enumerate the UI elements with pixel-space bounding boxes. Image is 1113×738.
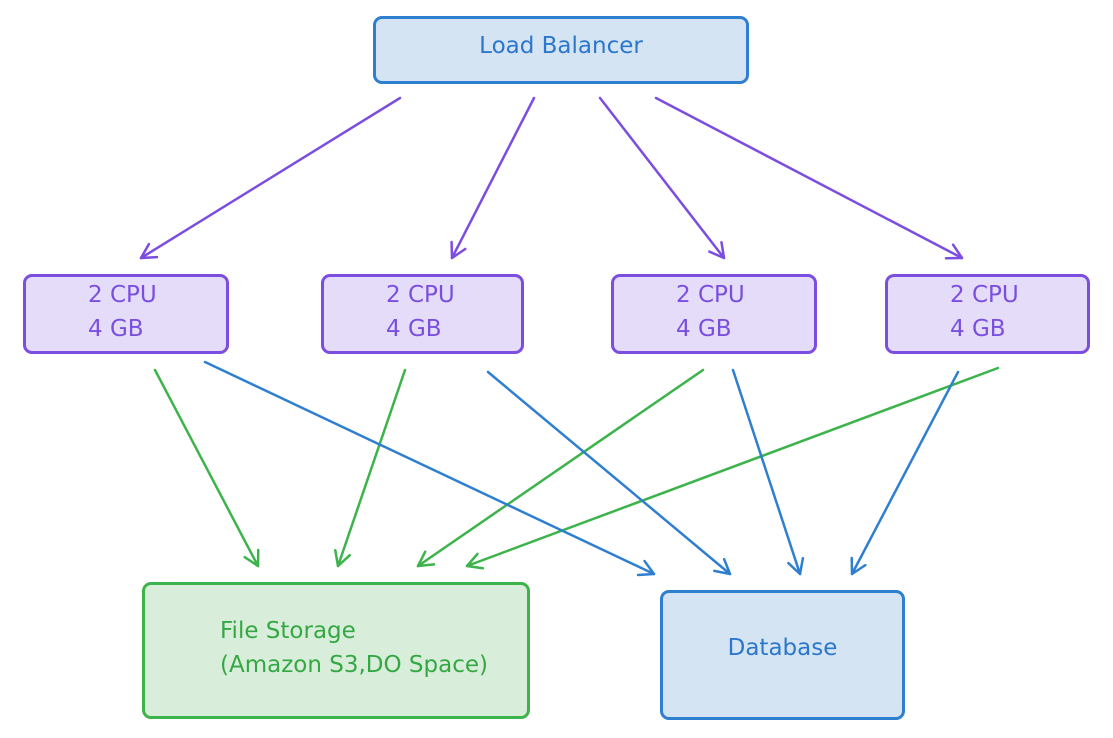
arrowhead-icon: [944, 243, 964, 260]
server-cpu-label: 2 CPU: [88, 282, 157, 308]
connector-load_balancer-to-server-2: [450, 96, 536, 260]
arrowhead-icon: [334, 548, 352, 568]
server-ram-label: 4 GB: [386, 316, 442, 342]
server-cpu-label: 2 CPU: [676, 282, 745, 308]
connector-server-2-to-database: [486, 370, 732, 576]
arrowhead-icon: [708, 240, 726, 260]
arrowhead-icon: [243, 548, 260, 568]
arrowhead-icon: [416, 550, 436, 568]
database-label: Database: [727, 635, 838, 661]
connector-line: [731, 368, 802, 576]
connector-server-3-to-database: [731, 368, 805, 576]
arrowhead-icon: [636, 559, 656, 577]
connector-line: [598, 96, 726, 260]
server-ram-label: 4 GB: [676, 316, 732, 342]
load-balancer-node: Load Balancer: [373, 16, 749, 84]
connector-server-4-to-database: [850, 370, 960, 576]
server-node-2: 2 CPU 4 GB: [321, 274, 524, 354]
server-node-3: 2 CPU 4 GB: [611, 274, 817, 354]
connector-line: [850, 370, 960, 576]
file-storage-subtitle: (Amazon S3,DO Space): [220, 652, 488, 678]
connector-server-3-to-file_storage: [416, 368, 705, 568]
connector-line: [416, 368, 705, 568]
connector-line: [153, 368, 260, 568]
server-cpu-label: 2 CPU: [950, 282, 1019, 308]
connector-line: [203, 360, 656, 576]
arrowhead-icon: [713, 557, 732, 576]
connector-line: [450, 96, 536, 260]
server-node-4: 2 CPU 4 GB: [885, 274, 1090, 354]
database-node: Database: [660, 590, 905, 720]
connector-line: [336, 368, 407, 568]
load-balancer-label: Load Balancer: [479, 33, 643, 59]
connector-line: [465, 366, 1000, 568]
connector-load_balancer-to-server-3: [598, 96, 726, 260]
connector-line: [139, 96, 402, 260]
arrowhead-icon: [450, 240, 467, 260]
arrowhead-icon: [465, 552, 485, 570]
connector-load_balancer-to-server-4: [654, 96, 964, 260]
arrowhead-icon: [139, 242, 159, 260]
connector-server-4-to-file_storage: [465, 366, 1000, 570]
server-ram-label: 4 GB: [950, 316, 1006, 342]
connector-server-1-to-file_storage: [153, 368, 260, 568]
file-storage-node: File Storage (Amazon S3,DO Space): [142, 582, 530, 719]
connector-line: [654, 96, 964, 260]
connector-load_balancer-to-server-1: [139, 96, 402, 260]
arrowhead-icon: [850, 556, 867, 576]
server-ram-label: 4 GB: [88, 316, 144, 342]
connector-server-2-to-file_storage: [334, 368, 407, 568]
connector-line: [486, 370, 732, 576]
file-storage-title: File Storage: [220, 618, 356, 644]
server-cpu-label: 2 CPU: [386, 282, 455, 308]
connector-server-1-to-database: [203, 360, 656, 577]
arrowhead-icon: [787, 557, 805, 576]
server-node-1: 2 CPU 4 GB: [23, 274, 229, 354]
